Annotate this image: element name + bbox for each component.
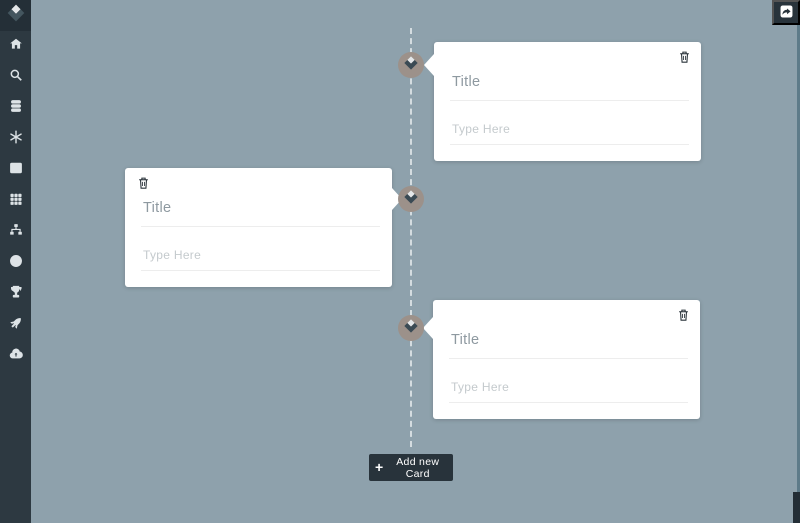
delete-card-button[interactable]	[677, 50, 691, 65]
diamond-logo-icon	[6, 3, 26, 28]
card-title-input[interactable]	[449, 322, 688, 359]
sidebar-item-database[interactable]	[0, 93, 31, 124]
trash-icon	[137, 177, 150, 193]
card-title-input[interactable]	[141, 190, 380, 227]
timeline-card	[423, 300, 700, 419]
card-body-input[interactable]	[141, 240, 380, 271]
scrollbar-track[interactable]	[797, 0, 800, 523]
timeline-node	[398, 186, 424, 212]
timeline-card	[125, 168, 402, 287]
trophy-icon	[9, 285, 23, 304]
card-pointer	[423, 317, 433, 339]
add-new-card-label: Add new Card	[396, 455, 440, 480]
columns-icon	[9, 161, 23, 180]
plus-icon: +	[375, 459, 384, 475]
card-title-input[interactable]	[450, 64, 689, 101]
delete-card-button[interactable]	[676, 308, 690, 323]
card-pointer	[392, 188, 402, 210]
diamond-logo-icon	[403, 189, 419, 210]
delete-card-button[interactable]	[136, 176, 150, 191]
sidebar-item-trophy[interactable]	[0, 279, 31, 310]
sidebar-item-snowflake[interactable]	[0, 124, 31, 155]
timeline-node	[398, 52, 424, 78]
grid-icon	[9, 192, 23, 211]
sidebar-item-columns[interactable]	[0, 155, 31, 186]
add-new-card-button[interactable]: + Add new Card	[369, 454, 453, 481]
sidebar-item-cloud-upload[interactable]	[0, 341, 31, 372]
card-body-input[interactable]	[449, 372, 688, 403]
sidebar-item-rocket[interactable]	[0, 310, 31, 341]
rocket-icon	[9, 316, 23, 335]
timeline-card	[424, 42, 701, 161]
trash-icon	[677, 309, 690, 325]
cloud-upload-icon	[9, 347, 23, 366]
sidebar-item-grid[interactable]	[0, 186, 31, 217]
card-body-input[interactable]	[450, 114, 689, 145]
sidebar-item-home[interactable]	[0, 31, 31, 62]
timeline-node	[398, 315, 424, 341]
diamond-logo-icon	[403, 55, 419, 76]
app-logo[interactable]	[0, 0, 31, 31]
sidebar-item-sitemap[interactable]	[0, 217, 31, 248]
database-icon	[9, 99, 23, 118]
share-button[interactable]	[772, 0, 800, 25]
sidebar-item-search[interactable]	[0, 62, 31, 93]
trash-icon	[678, 51, 691, 67]
sidebar-item-clock[interactable]	[0, 248, 31, 279]
scrollbar-thumb[interactable]	[793, 492, 800, 523]
snowflake-icon	[9, 130, 23, 149]
sitemap-icon	[9, 223, 23, 242]
sidebar	[0, 0, 31, 523]
sidebar-nav	[0, 31, 31, 372]
timeline-line	[410, 28, 412, 447]
card-pointer	[424, 54, 434, 76]
clock-icon	[9, 254, 23, 273]
external-link-icon	[780, 5, 793, 21]
diamond-logo-icon	[403, 318, 419, 339]
search-icon	[9, 68, 23, 87]
home-icon	[9, 37, 23, 56]
